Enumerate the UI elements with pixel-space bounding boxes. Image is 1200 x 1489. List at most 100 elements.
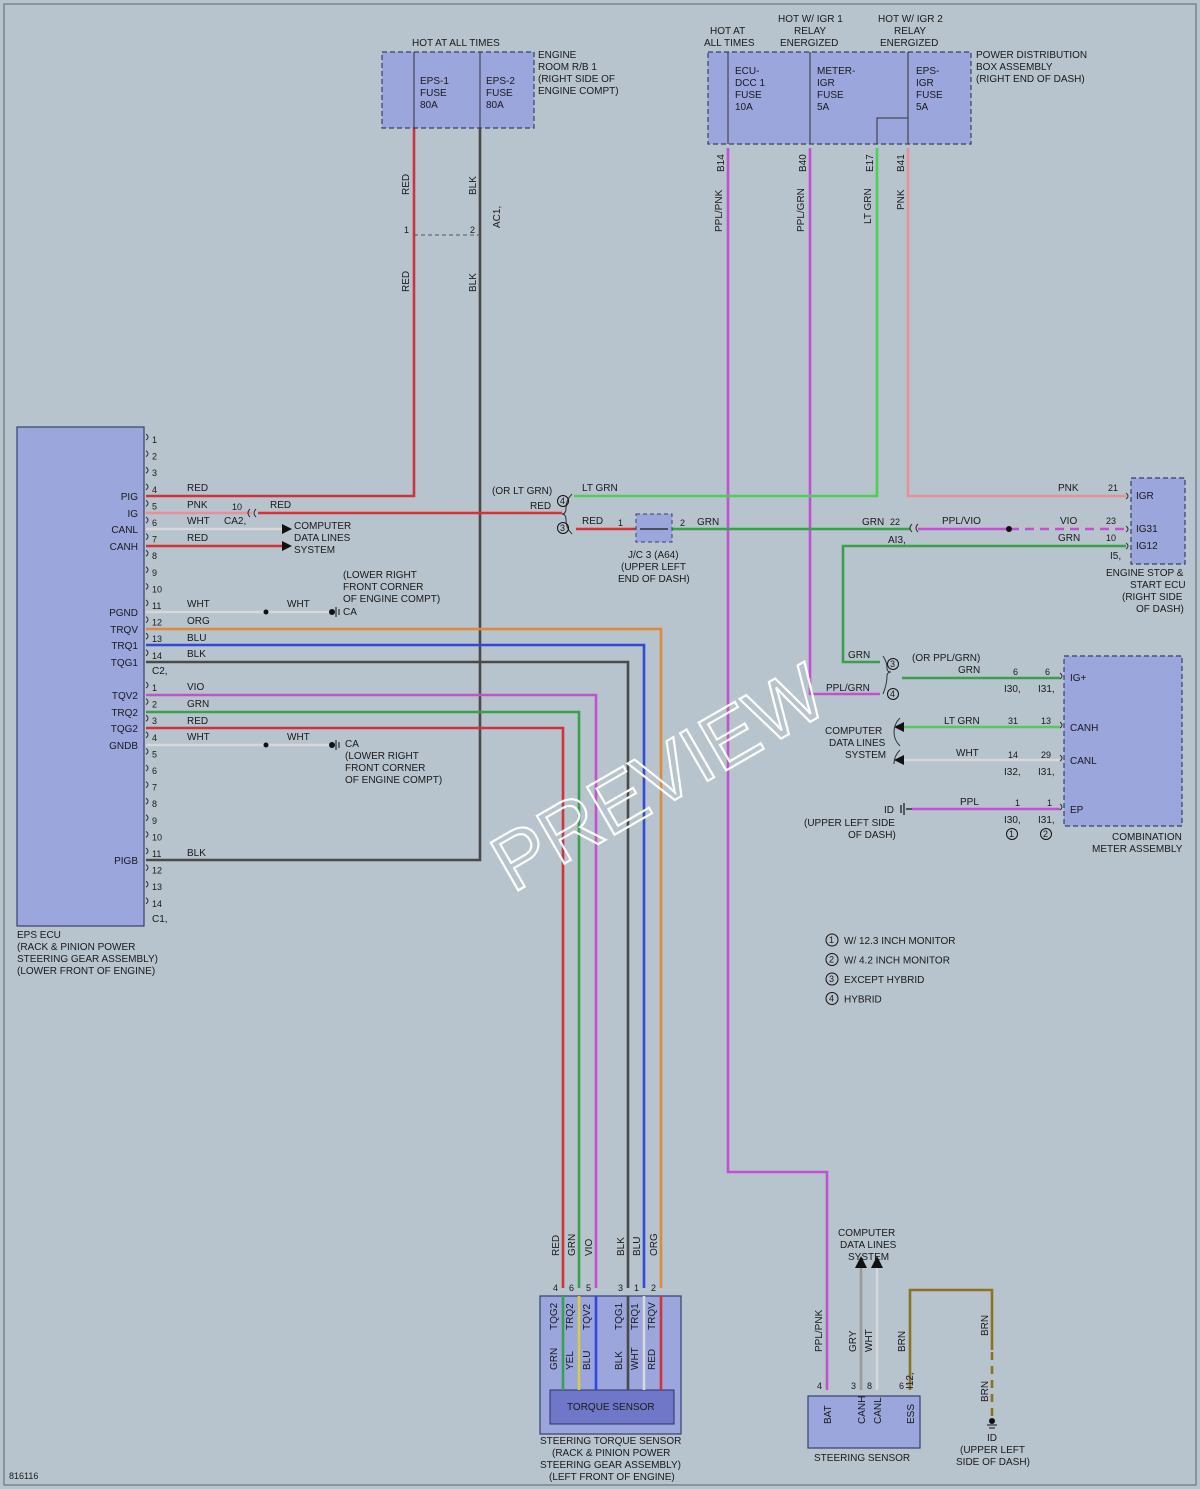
svg-text:6: 6 (1045, 667, 1050, 677)
sts-pin-trq2: TRQ2 (565, 1303, 576, 1330)
conn-ac1: AC1, (492, 206, 503, 228)
pd-header: HOT AT (710, 26, 745, 37)
eps-c2-pin-14: 14 (152, 651, 162, 661)
eps-c1-pin-mark (145, 764, 149, 772)
pd-header: RELAY (794, 26, 826, 37)
svg-text:RED: RED (270, 500, 291, 511)
sts-pin-tqv2: TQV2 (582, 1303, 593, 1330)
eps-c2-pin-mark (145, 533, 149, 540)
eps-c2-pin-2: 2 (152, 452, 157, 462)
eps-c1-pin-mark (145, 698, 149, 705)
ground-ca-2: CA (LOWER RIGHT FRONT CORNER OF ENGINE C… (263, 739, 442, 786)
eps-c1-pin-11: 11 (152, 849, 161, 859)
svg-text:RED: RED (187, 483, 208, 494)
wire-b41-pnk (906, 148, 1126, 498)
legend-text-1: W/ 12.3 INCH MONITOR (844, 936, 956, 947)
es-pin-ig31: IG31 (1136, 524, 1158, 535)
legend-text-3: EXCEPT HYBRID (844, 975, 924, 986)
svg-text:RED: RED (530, 501, 551, 512)
jc3-label: (UPPER LEFT (621, 562, 686, 573)
eps-signal-tqv2: TQV2 (112, 691, 139, 702)
svg-text:RED: RED (401, 271, 412, 292)
computer-data-lines-label: SYSTEM (294, 545, 335, 556)
legend-num-3: 3 (829, 974, 834, 984)
conn-ca2: CA2, (224, 516, 246, 527)
cm-pin-0: IG+ (1070, 673, 1087, 684)
eps2-fuse-label: FUSE (486, 88, 513, 99)
eps-ecu-label: (LOWER FRONT OF ENGINE) (17, 966, 155, 977)
svg-text:BLK: BLK (468, 273, 479, 292)
eps-c1-pin-mark (145, 748, 149, 755)
computer-data-lines-label: DATA LINES (829, 738, 886, 749)
svg-text:2: 2 (651, 1283, 656, 1293)
conn-i30-a: I30, (1004, 684, 1021, 695)
eps-c1-pin-3: 3 (152, 716, 157, 726)
eps1-fuse-label: 80A (420, 100, 438, 111)
svg-text:PPL/GRN: PPL/GRN (796, 188, 807, 232)
legend-circle-3 (825, 972, 839, 986)
eps-c1-pin-mark (145, 897, 149, 905)
eps-c1-pin-12: 12 (152, 866, 162, 876)
svg-text:PNK: PNK (896, 189, 907, 210)
eps-c1-pin-4: 4 (152, 733, 157, 743)
eps1-fuse-label: EPS-1 (420, 76, 449, 87)
id-location-label: (UPPER LEFT SIDE (804, 818, 895, 829)
power-distribution-label: BOX ASSEMBLY (976, 62, 1053, 73)
svg-text:2: 2 (1043, 829, 1048, 839)
svg-text:GRN: GRN (697, 517, 719, 528)
ss-pin-bat: BAT (823, 1405, 834, 1424)
eps-c2-pin-mark (145, 483, 149, 491)
eps-c1-pin-mark (145, 847, 149, 855)
eps-c2-pin-mark (145, 599, 149, 607)
legend-circle-1 (825, 933, 839, 947)
eps-c2-pin-4: 4 (152, 485, 157, 495)
svg-text:31: 31 (1008, 716, 1018, 726)
or-lt-grn: (OR LT GRN) (492, 486, 552, 497)
eps-c2-pin-3: 3 (152, 468, 157, 478)
pd-fuse-label: 5A (817, 102, 830, 113)
svg-text:BLK: BLK (468, 176, 479, 195)
combination-meter-label: METER ASSEMBLY (1092, 844, 1183, 855)
eps-c1-pin-mark (145, 814, 149, 822)
eps-c1-pin-mark (145, 831, 149, 838)
steering-torque-sensor-label: (RACK & PINION POWER (552, 1448, 670, 1459)
wires (146, 128, 1126, 1420)
pd-pin-e17: E17 (865, 154, 876, 172)
pd-fuse-label: METER- (817, 66, 855, 77)
conn-i5: I5, (1110, 551, 1121, 562)
eps-c2-pin-1: 1 (152, 435, 157, 445)
power-distribution-label: POWER DISTRIBUTION (976, 50, 1087, 61)
wire-tqg1-blk (146, 660, 630, 1288)
ground-ca-label-2: CA (345, 739, 359, 750)
svg-text:ORG: ORG (649, 1233, 660, 1256)
engine-stop-start-label: ENGINE STOP & (1106, 568, 1184, 579)
combination-meter: IG+ CANH CANL EP COMBINATION METER ASSEM… (804, 650, 1183, 855)
eps-c2-pin-5: 5 (152, 501, 157, 511)
pd-fuse-label: 5A (916, 102, 929, 113)
wire-ss-ess-brn (908, 1288, 994, 1390)
svg-text:BLK: BLK (187, 649, 206, 660)
pd-fuse-label: 10A (735, 102, 753, 113)
sts-inner-wire-label-yel: YEL (565, 1351, 576, 1370)
sts-inner-wire-label-blk: BLK (614, 1351, 625, 1370)
pd-fuse-label: FUSE (817, 90, 844, 101)
svg-text:4: 4 (817, 1381, 822, 1391)
computer-data-lines-label: DATA LINES (840, 1240, 897, 1251)
svg-text:PNK: PNK (187, 500, 208, 511)
svg-text:WHT: WHT (956, 748, 979, 759)
wire-eps2-blk (146, 128, 482, 862)
conn-i31-b: I31, (1038, 767, 1055, 778)
eps-signal-pig: PIG (121, 492, 138, 503)
svg-text:GRN: GRN (1058, 533, 1080, 544)
svg-text:BRN: BRN (980, 1381, 991, 1402)
pd-fuse-label: IGR (916, 78, 934, 89)
pd-fuse-label: DCC 1 (735, 78, 765, 89)
sts-pin-tqg2: TQG2 (549, 1302, 560, 1330)
pd-fuse-label: FUSE (916, 90, 943, 101)
svg-text:6: 6 (569, 1283, 574, 1293)
lower-right-front-label: OF ENGINE COMPT) (345, 775, 442, 786)
